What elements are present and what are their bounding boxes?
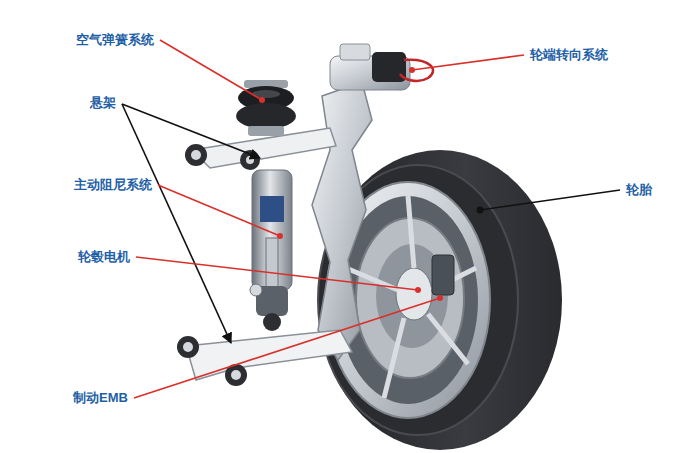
lower-control-arm [177, 330, 352, 386]
part-label: 空气弹簧系统 [74, 31, 156, 49]
part-label: 轮胎 [624, 181, 654, 199]
part-label: 轮毂电机 [76, 248, 132, 266]
part-label: 主动阻尼系统 [72, 176, 154, 194]
part-label: 悬架 [88, 94, 118, 112]
part-label: 轮端转向系统 [528, 46, 610, 64]
air-spring [236, 80, 296, 136]
part-label: 制动EMB [71, 389, 130, 407]
leader-lines [122, 40, 620, 398]
steering-knuckle [312, 82, 372, 360]
active-damper [250, 170, 292, 331]
steering-actuator [330, 44, 433, 90]
